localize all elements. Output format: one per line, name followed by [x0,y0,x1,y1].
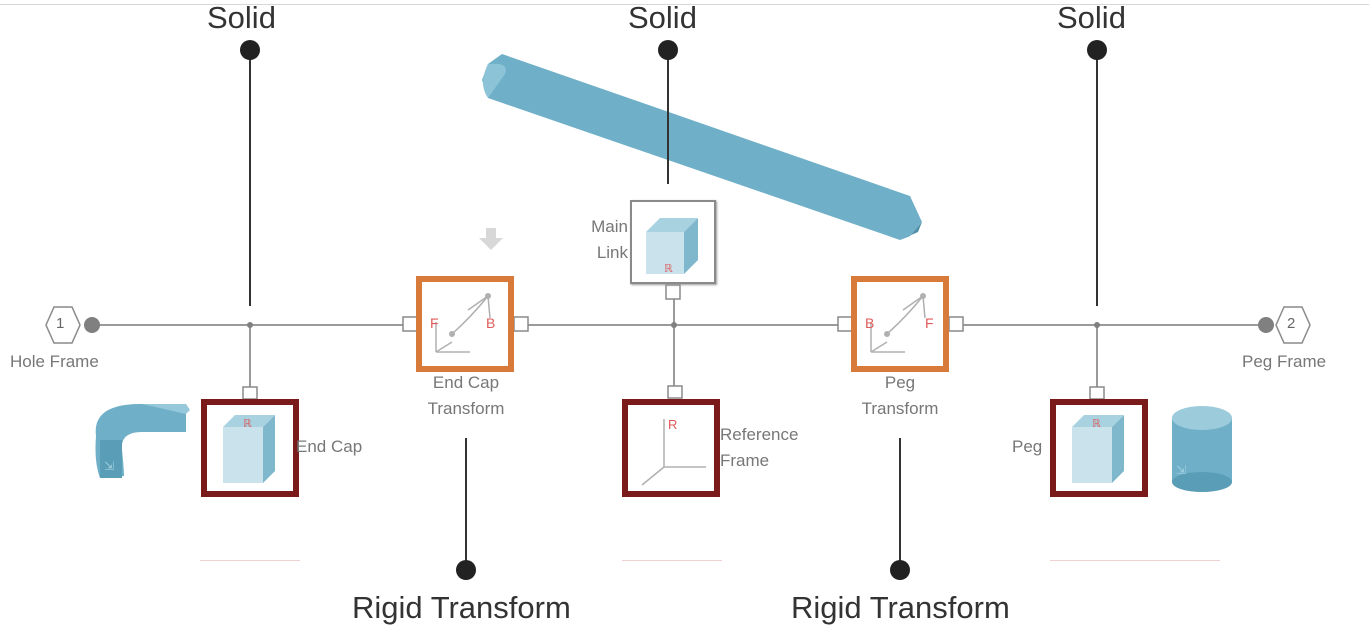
frame-axes-icon: B F [865,293,934,353]
solid-callout-right: Solid [1057,0,1126,35]
frame-axes-icon: F B [430,293,495,353]
connection-wires [94,294,1266,392]
label-line-2: Frame [720,451,770,470]
svg-text:⇲: ⇲ [104,459,114,473]
end-cap-transform-label: End Cap Transform [406,370,526,422]
callout-leaders [249,50,1098,570]
end-cap-label: End Cap [296,437,363,456]
frame-f-glyph: F [925,315,934,331]
inport-number: 1 [56,315,65,332]
label-line-1: End Cap [432,373,500,392]
outport-number: 2 [1287,315,1296,332]
end-cap-shape-icon: ⇲ [95,404,190,478]
main-link-shape-icon [482,54,922,240]
reference-frame-label: Reference Frame [720,422,798,474]
frame-r-glyph: R [668,417,677,432]
callout-dots [240,40,1107,580]
svg-text:⇲: ⇲ [1176,463,1186,477]
end-cap-solid-block[interactable]: ℝ [201,399,299,497]
reference-frame-block[interactable]: R [622,399,720,497]
label-line-1: Reference [720,425,799,444]
peg-shape-icon: ⇲ [1172,406,1232,492]
inport-1-icon [45,306,100,344]
outport-2-icon [1258,306,1311,344]
label-line-1: Main [591,217,628,236]
frame-f-glyph: F [430,315,439,331]
solid-glyph: ℝ [243,418,252,430]
end-cap-transform-block[interactable]: F B [416,276,514,372]
port-stubs [242,284,1105,400]
outport-label[interactable]: Peg Frame [1242,352,1327,371]
rigid-transform-callout-right: Rigid Transform [791,590,1010,625]
solid-cube-icon: ℝ [223,415,275,483]
frame-b-glyph: B [865,315,874,331]
rigid-transform-callout-left: Rigid Transform [352,590,571,625]
down-arrow-icon [479,228,503,250]
solid-callout-left: Solid [207,0,276,35]
divider-mark [200,560,300,561]
frame-b-glyph: B [486,315,495,331]
label-line-2: Link [596,243,628,262]
label-line-2: Transform [427,399,505,418]
peg-transform-label: Peg Transform [840,370,960,422]
peg-solid-block[interactable]: ℝ [1050,399,1148,497]
solid-cube-icon: ℝ [1072,415,1124,483]
main-link-block[interactable]: ℝ [630,200,716,284]
main-link-label: Main Link [572,214,628,266]
solid-glyph: ℝ [664,263,673,275]
peg-transform-block[interactable]: B F [851,276,949,372]
solid-glyph: ℝ [1092,418,1101,430]
inport-label[interactable]: Hole Frame [10,352,99,371]
divider-mark [622,560,722,561]
reference-frame-icon: R [641,417,706,486]
solid-cube-icon: ℝ [646,218,698,275]
peg-label: Peg [1012,437,1043,456]
label-line-1: Peg [884,373,916,392]
wire-junctions [247,322,1100,328]
divider-mark [1050,560,1220,561]
label-line-2: Transform [861,399,939,418]
solid-callout-center: Solid [628,0,697,35]
top-divider [0,4,1369,5]
